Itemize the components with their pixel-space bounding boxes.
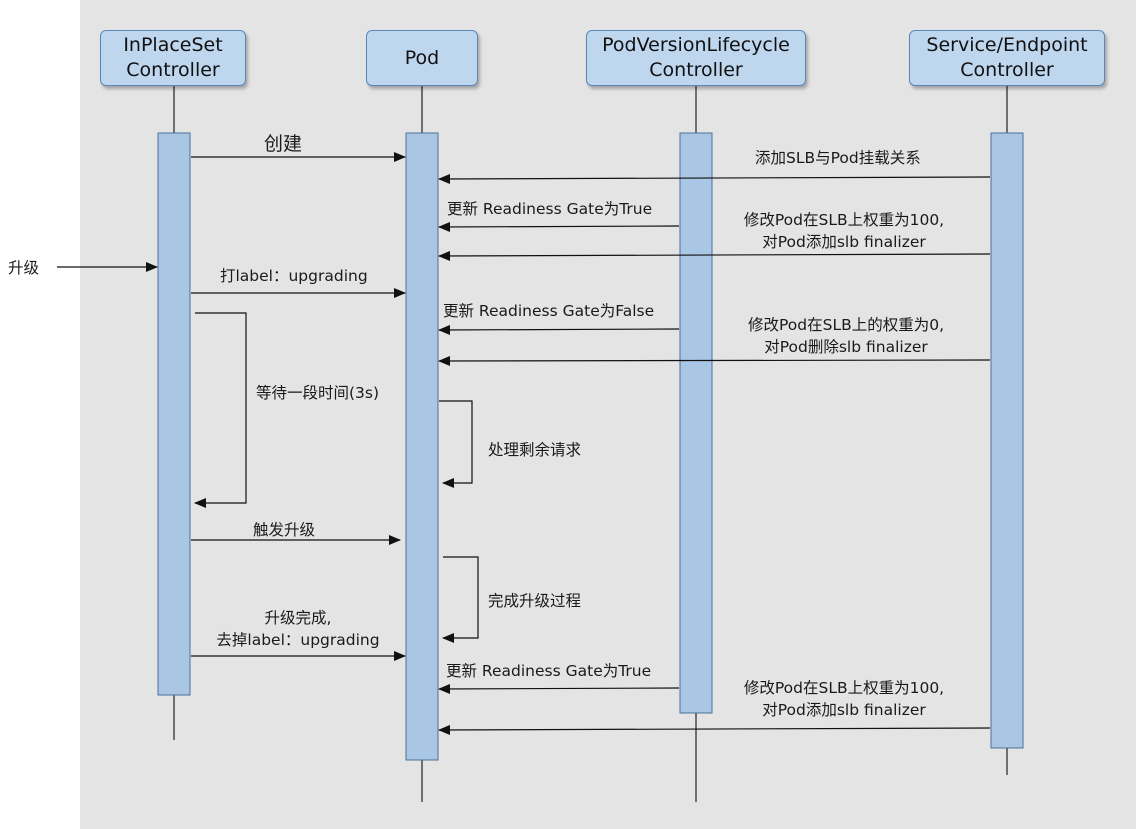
activation-svc	[990, 132, 1024, 749]
message-done: 升级完成, 去掉label：upgrading	[216, 609, 380, 649]
message-wait: 等待一段时间(3s)	[256, 384, 380, 402]
arrow-weight-100-1	[438, 250, 991, 261]
actor-label: InPlaceSet Controller	[123, 34, 223, 81]
arrow-gate-true-2	[438, 683, 680, 694]
message-create: 创建	[264, 133, 303, 155]
arrow-add-slb	[438, 173, 991, 184]
activation-pod	[405, 132, 439, 761]
external-trigger-label: 升级	[8, 259, 40, 277]
activation-pvl	[679, 132, 713, 714]
message-add-slb: 添加SLB与Pod挂载关系	[755, 149, 921, 167]
message-finish: 完成升级过程	[488, 592, 582, 610]
actor-inplaceset-controller: InPlaceSet Controller	[100, 30, 246, 86]
message-gate-true-1: 更新 Readiness Gate为True	[447, 200, 653, 218]
message-label-upgrading: 打label：upgrading	[220, 267, 368, 285]
message-weight-0: 修改Pod在SLB上的权重为0, 对Pod删除slb finalizer	[747, 316, 944, 356]
actor-podversionlifecycle-controller: PodVersionLifecycle Controller	[586, 30, 806, 86]
arrow-drain-loop	[439, 400, 473, 488]
arrow-weight-100-2	[438, 724, 991, 735]
actor-label: Pod	[404, 46, 440, 69]
arrow-gate-false	[438, 324, 680, 335]
diagram-background	[80, 0, 1136, 829]
arrow-wait-loop	[194, 312, 247, 508]
message-weight-100-2: 修改Pod在SLB上权重为100, 对Pod添加slb finalizer	[743, 679, 945, 719]
message-gate-false: 更新 Readiness Gate为False	[443, 302, 655, 320]
arrow-finish-loop	[442, 556, 479, 643]
message-gate-true-2: 更新 Readiness Gate为True	[446, 662, 652, 680]
actor-label: PodVersionLifecycle Controller	[602, 34, 790, 81]
arrow-weight-0	[438, 355, 991, 366]
message-weight-100-1: 修改Pod在SLB上权重为100, 对Pod添加slb finalizer	[743, 211, 945, 251]
message-trigger: 触发升级	[253, 521, 316, 539]
actor-label: Service/Endpoint Controller	[926, 34, 1088, 81]
actor-pod: Pod	[366, 30, 478, 86]
arrow-gate-true-1	[438, 221, 680, 232]
actor-service-endpoint-controller: Service/Endpoint Controller	[909, 30, 1105, 86]
message-drain: 处理剩余请求	[488, 441, 582, 459]
activation-inplaceset	[157, 132, 191, 696]
